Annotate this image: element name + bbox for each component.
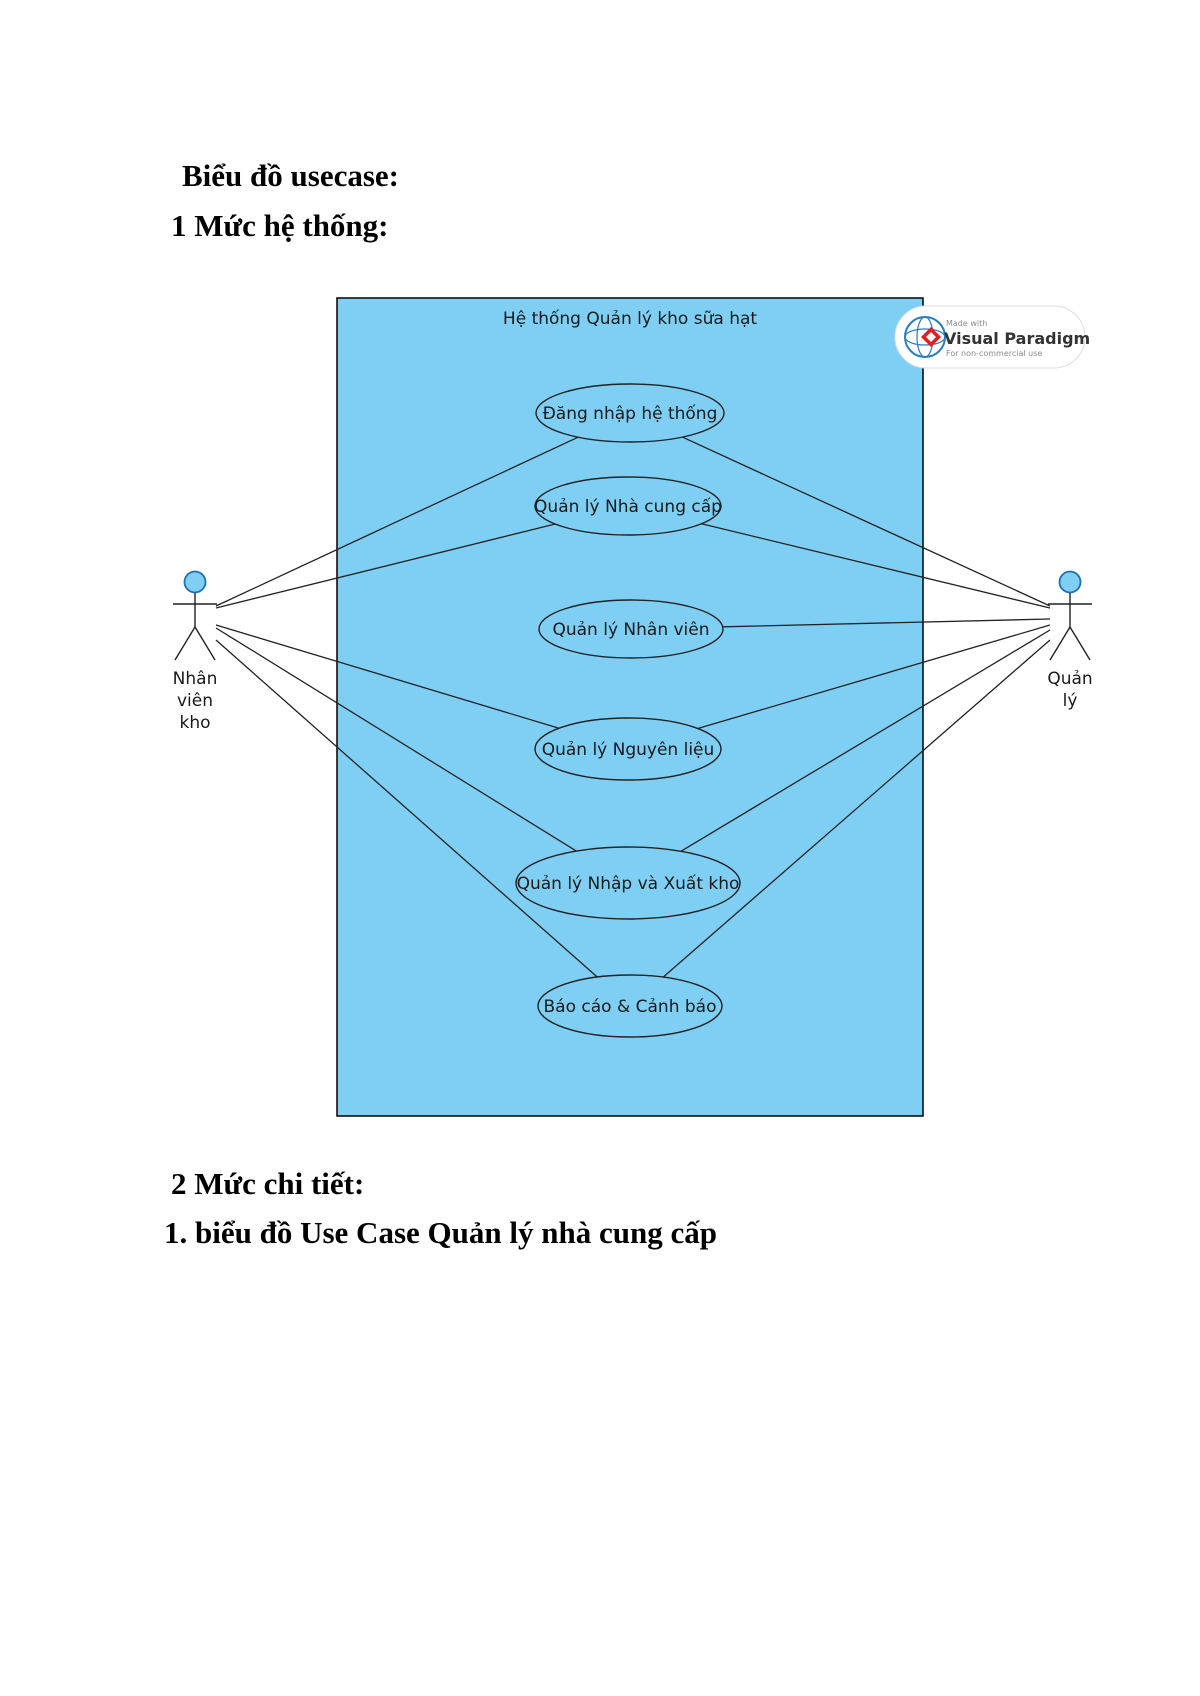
watermark-line2: For non-commercial use xyxy=(946,349,1042,358)
use-case-ellipse xyxy=(538,599,724,659)
use-case-1[interactable]: Quản lý Nhà cung cấp xyxy=(534,476,722,536)
association-line-staff-4 xyxy=(215,627,577,852)
use-case-label: Quản lý Nhập và Xuất kho xyxy=(517,873,740,894)
use-case-3[interactable]: Quản lý Nguyên liệu xyxy=(534,717,722,781)
use-case-label: Báo cáo & Cảnh báo xyxy=(544,997,717,1017)
actor-head-icon xyxy=(1058,570,1082,594)
actor-head-icon xyxy=(183,570,207,594)
use-case-ellipse xyxy=(534,476,722,536)
system-name: Hệ thống Quản lý kho sữa hạt xyxy=(503,308,757,329)
visual-paradigm-logo-icon xyxy=(904,316,946,358)
use-case-label: Quản lý Nhân viên xyxy=(552,620,709,640)
association-line-manager-2 xyxy=(722,618,1051,628)
association-line-staff-5 xyxy=(215,639,598,978)
actor-label-line1: Nhân xyxy=(173,669,218,689)
use-case-ellipse xyxy=(515,846,741,920)
association-line-manager-4 xyxy=(680,629,1051,852)
actor-label-line2: viên xyxy=(177,691,213,711)
section-heading-system-level: 1 Mức hệ thống: xyxy=(171,208,389,243)
actor-manager[interactable]: Quản lý xyxy=(1047,570,1093,712)
watermark-line1: Made with xyxy=(946,319,987,328)
association-line-manager-1 xyxy=(701,523,1051,609)
use-case-label: Đăng nhập hệ thống xyxy=(543,403,718,424)
watermark-brand: Visual Paradigm xyxy=(944,329,1090,348)
association-lines xyxy=(215,436,1051,978)
association-line-staff-1 xyxy=(215,523,556,609)
actor-label-line3: kho xyxy=(179,713,210,733)
use-case-ellipse xyxy=(534,717,722,781)
use-case-0[interactable]: Đăng nhập hệ thống xyxy=(535,383,725,443)
page-title: Biểu đồ usecase: xyxy=(182,158,399,193)
visual-paradigm-watermark: Made with Visual Paradigm For non-commer… xyxy=(894,305,1090,369)
actor-label-line2: lý xyxy=(1063,691,1078,711)
association-line-manager-0 xyxy=(682,436,1051,607)
section-heading-detail-level: 2 Mức chi tiết: xyxy=(171,1166,365,1201)
actor-warehouse-staff[interactable]: Nhân viên kho xyxy=(173,570,218,734)
list-item-supplier-usecase: 1. biểu đồ Use Case Quản lý nhà cung cấp xyxy=(164,1215,717,1250)
use-case-ellipse xyxy=(535,383,725,443)
use-case-2[interactable]: Quản lý Nhân viên xyxy=(538,599,724,659)
association-line-manager-5 xyxy=(662,639,1051,978)
use-case-4[interactable]: Quản lý Nhập và Xuất kho xyxy=(515,846,741,920)
watermark-badge xyxy=(894,305,1086,369)
actor-label-line1: Quản xyxy=(1047,669,1092,689)
use-case-label: Quản lý Nhà cung cấp xyxy=(534,496,722,517)
association-line-staff-3 xyxy=(215,624,560,729)
association-line-staff-0 xyxy=(215,436,579,607)
use-case-label: Quản lý Nguyên liệu xyxy=(542,740,715,760)
use-case-ellipse xyxy=(537,974,723,1038)
association-line-manager-3 xyxy=(697,624,1051,730)
use-case-5[interactable]: Báo cáo & Cảnh báo xyxy=(537,974,723,1038)
